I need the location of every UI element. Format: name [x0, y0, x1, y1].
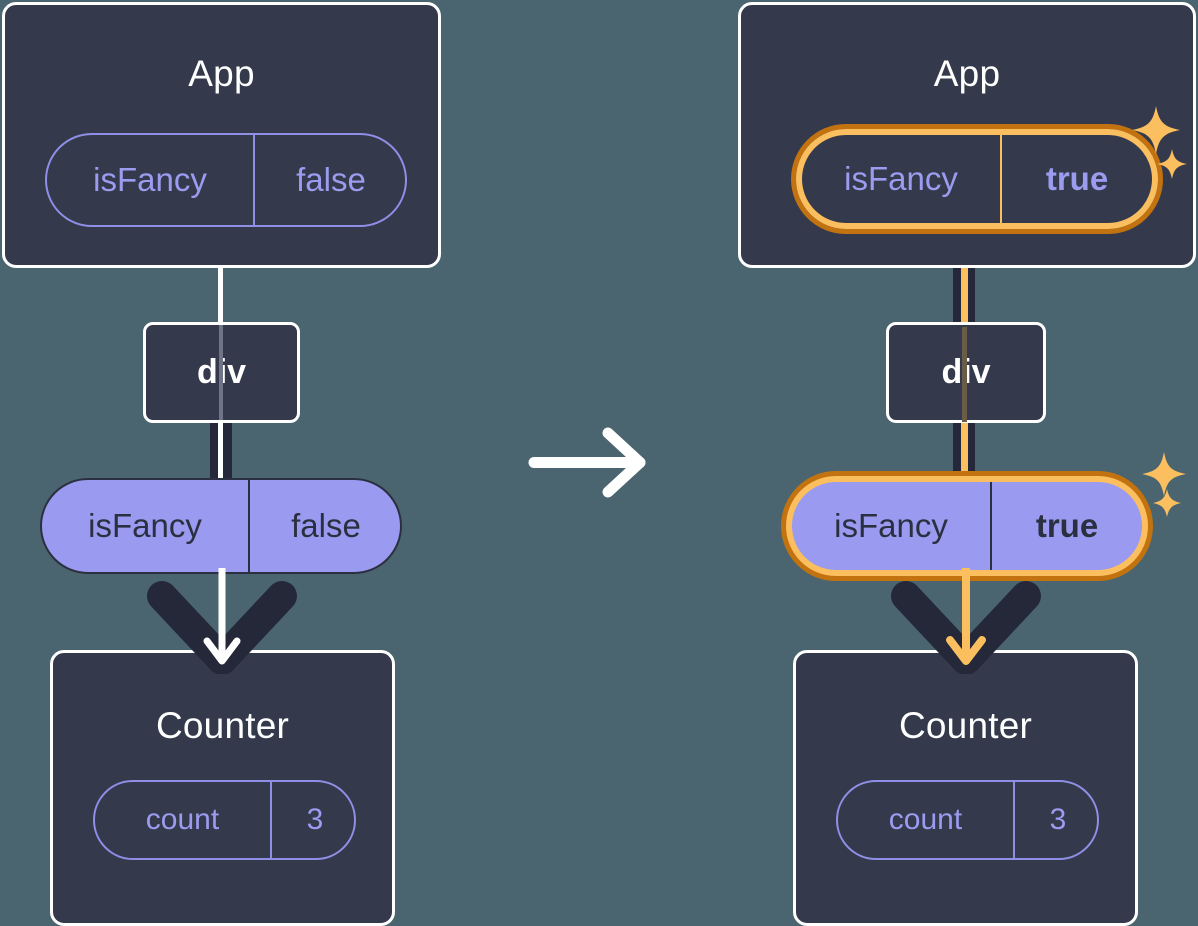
counter-state-pill-before: count 3 — [93, 780, 356, 860]
pill-key: count — [888, 803, 963, 836]
arrow-white-head-before — [203, 568, 241, 665]
arrow-orange-head-after — [946, 568, 986, 665]
arrow-right-icon — [528, 427, 646, 498]
wire-app-to-div-core-after — [961, 215, 968, 327]
app-state-pill-before: isFancy false — [45, 133, 407, 227]
app-panel-before: App isFancy false — [2, 2, 441, 268]
app-panel-after: App isFancy true — [738, 2, 1196, 268]
counter-panel-after: Counter count 3 — [793, 650, 1138, 926]
wire-div-to-pill-core-after — [961, 420, 968, 492]
pill-key: count — [145, 803, 220, 836]
wire-inside-div-after — [962, 327, 967, 422]
pill-value: false — [253, 135, 407, 225]
pill-value: true — [1000, 135, 1152, 223]
pill-key: isFancy — [88, 507, 202, 544]
sparkle-icon-app-small — [1157, 149, 1187, 179]
pill-value: 3 — [1013, 782, 1101, 858]
prop-pill-before: isFancy false — [40, 478, 402, 574]
app-title: App — [933, 53, 1001, 94]
counter-panel-before: Counter count 3 — [50, 650, 395, 926]
counter-state-pill-after: count 3 — [836, 780, 1099, 860]
wire-inside-div-before — [219, 325, 223, 420]
app-title: App — [188, 53, 255, 94]
counter-title: Counter — [898, 705, 1033, 746]
pill-value: false — [248, 480, 402, 572]
counter-title: Counter — [155, 705, 290, 746]
wire-div-to-pill-core-before — [218, 420, 223, 490]
pill-key: isFancy — [844, 160, 958, 197]
pill-key: isFancy — [834, 507, 948, 544]
pill-value: true — [990, 482, 1142, 570]
wire-app-to-div-before — [218, 250, 223, 325]
pill-value: 3 — [270, 782, 358, 858]
prop-pill-after: isFancy true — [786, 476, 1148, 576]
sparkle-icon-app-large — [1132, 106, 1180, 154]
app-state-pill-after: isFancy true — [796, 129, 1158, 229]
pill-key: isFancy — [93, 161, 207, 198]
sparkle-icon-prop-small — [1153, 489, 1181, 517]
sparkle-icon-prop-large — [1142, 452, 1186, 496]
